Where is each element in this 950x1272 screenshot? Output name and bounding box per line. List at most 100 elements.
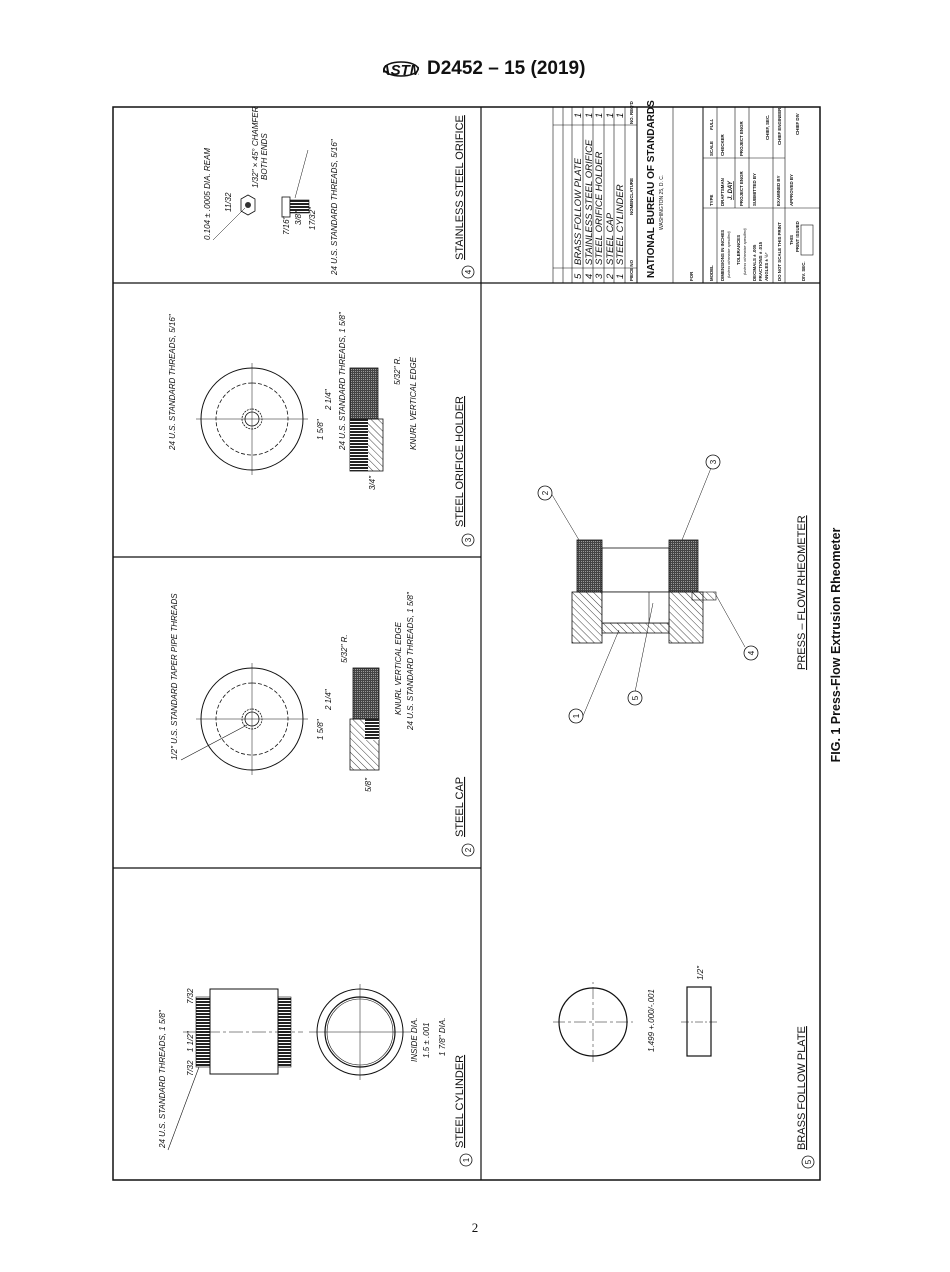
dim: 1 5/8": [316, 418, 325, 440]
part-number-balloon: 3: [464, 537, 473, 542]
figure-caption: FIG. 1 Press-Flow Extrusion Rheometer: [829, 527, 843, 763]
thread-note: 24 U.S. STANDARD THREADS, 5/16": [330, 138, 339, 276]
chamfer-note: BOTH ENDS: [260, 133, 269, 180]
part-number-balloon: 5: [804, 1159, 813, 1164]
dim: 2 1/4": [324, 388, 333, 411]
outer-dia: 1 7/8" DIA.: [438, 1018, 447, 1056]
balloon-4: 4: [743, 645, 759, 661]
balloon-5: 5: [627, 690, 643, 706]
part-brass-follow-plate: 1.499 +.000/-.001 1/2" 5 BRASS FOLLOW PL…: [553, 965, 815, 1169]
svg-text:2: 2: [541, 490, 550, 495]
dim: 1 5/8": [316, 718, 325, 740]
svg-text:4: 4: [747, 650, 756, 655]
qty-reqd: 1: [573, 113, 584, 118]
part-name: STEEL ORIFICE HOLDER: [594, 152, 605, 265]
qty-reqd: 1: [594, 113, 605, 118]
part-title: BRASS FOLLOW PLATE: [796, 1026, 808, 1150]
svg-text:5: 5: [631, 695, 640, 700]
drawing-frame: [112, 106, 821, 1181]
hex-dim: 11/32: [224, 192, 233, 212]
chamfer-note: 1/32" × 45° CHAMFER: [251, 106, 260, 188]
div-sec-label: DIV. SEC.: [801, 261, 806, 281]
assembly-title: PRESS – FLOW RHEOMETER: [796, 515, 808, 670]
part-number-balloon: 4: [464, 269, 473, 274]
piece-no: 1: [615, 274, 626, 279]
examined-by-label: EXAMINED BY: [776, 175, 781, 206]
part-name: STAINLESS STEEL ORIFICE: [584, 139, 595, 265]
parts-list-row: 5 BRASS FOLLOW PLATE 1: [573, 113, 584, 279]
model-label: MODEL: [709, 265, 714, 281]
organization-name: NATIONAL BUREAU OF STANDARDS: [646, 100, 657, 278]
svg-text:1: 1: [572, 713, 581, 718]
svg-text:3: 3: [709, 459, 718, 464]
angles-tol: ANGLES ± ½°: [764, 252, 769, 281]
header-piece-no: PIECE NO: [629, 259, 634, 281]
document-id: D2452 – 15 (2019): [427, 58, 586, 79]
approved-by-label: APPROVED BY: [789, 174, 794, 206]
radius-note: 5/32" R.: [393, 356, 402, 385]
assembly-press-flow-rheometer: 1 2 3 4 5 PRESS – FLOW RHEOMETER: [537, 454, 808, 724]
balloon-1: 1: [568, 708, 584, 724]
diameter-dim: 1.499 +.000/-.001: [647, 989, 656, 1052]
header-no-reqd: NO. REQ'D: [629, 101, 634, 124]
shank-dim: 3/8": [294, 210, 303, 225]
part-steel-cap: 1/2" U.S. STANDARD TAPER PIPE THREADS 1 …: [170, 591, 475, 857]
qty-reqd: 1: [605, 113, 616, 118]
tolerances-sub: (unless otherwise specified): [743, 227, 747, 275]
decimals-tol: DECIMALS ± .005: [752, 244, 757, 281]
balloon-3: 3: [705, 454, 721, 470]
end-dim: 7/32: [186, 988, 195, 1004]
no-scale-note: DO NOT SCALE THIS PRINT: [777, 222, 782, 281]
thread-note: 24 U.S. STANDARD THREADS, 1 5/8": [338, 311, 347, 451]
pipe-thread-note: 1/2" U.S. STANDARD TAPER PIPE THREADS: [170, 593, 179, 760]
scale-value: FULL: [709, 118, 714, 130]
checker-label: CHECKER: [720, 133, 725, 156]
dims-label: DIMENSIONS IN INCHES: [720, 230, 725, 281]
page-header: ASTM D2452 – 15 (2019): [383, 52, 585, 86]
astm-logo: ASTM: [383, 61, 419, 79]
knurl-note: KNURL VERTICAL EDGE: [409, 356, 418, 450]
project-engr-label: PROJECT ENGR: [739, 121, 744, 156]
length-dim: 1 1/2": [186, 1030, 195, 1052]
qty-reqd: 1: [615, 113, 626, 118]
submitted-by-label: SUBMITTED BY: [752, 173, 757, 206]
part-name: BRASS FOLLOW PLATE: [573, 157, 584, 265]
qty-reqd: 1: [584, 113, 595, 118]
draftsman-label: DRAFTSMAN: [720, 178, 725, 206]
balloon-2: 2: [537, 485, 553, 501]
thread-note: 24 U.S. STANDARD THREADS, 1 5/8": [406, 591, 415, 731]
draftsman-name: J. DAY: [728, 180, 734, 200]
piece-no: 2: [605, 273, 616, 280]
print-issued-label: PRINT ISSUED: [795, 221, 800, 252]
piece-no: 5: [573, 273, 584, 279]
part-title: STEEL CAP: [454, 777, 466, 837]
tolerances-label: TOLERANCES: [736, 235, 741, 265]
thread-note: 24 U.S. STANDARD THREADS, 5/16": [168, 313, 177, 451]
part-title: STEEL CYLINDER: [454, 1055, 466, 1148]
piece-no: 3: [594, 273, 605, 279]
organization-city: WASHINGTON 25, D. C.: [659, 175, 665, 230]
thickness-dim: 1/2": [696, 965, 705, 980]
print-issued-label: THIS: [789, 235, 794, 245]
svg-text:ASTM: ASTM: [383, 62, 419, 79]
part-steel-cylinder: 24 U.S. STANDARD THREADS, 1 5/8" 1 1/2" …: [158, 984, 473, 1167]
chief-engineer-label: CHIEF ENGINEER: [777, 107, 782, 145]
part-number-balloon: 1: [462, 1157, 471, 1162]
end-dim: 7/32: [186, 1060, 195, 1076]
inside-dia-value: 1.5 ± .001: [422, 1022, 431, 1058]
ream-note: 0.104 ± .0005 DIA. REAM: [203, 148, 212, 240]
for-label: FOR: [689, 271, 694, 281]
part-steel-orifice-holder: 24 U.S. STANDARD THREADS, 5/16" 1 5/8" 2…: [168, 311, 475, 547]
page-number: 2: [471, 1220, 479, 1235]
project-engr-label: PROJECT ENGR: [739, 171, 744, 206]
chief-sec-label: CHIEF, SEC.: [765, 115, 770, 140]
chief-div-label: CHIEF DIV: [795, 113, 800, 135]
part-stainless-steel-orifice: 0.104 ± .0005 DIA. REAM 11/32 1/32" × 45…: [203, 106, 475, 279]
thread-note: 24 U.S. STANDARD THREADS, 1 5/8": [158, 1009, 167, 1149]
part-title: STEEL ORIFICE HOLDER: [454, 396, 466, 527]
